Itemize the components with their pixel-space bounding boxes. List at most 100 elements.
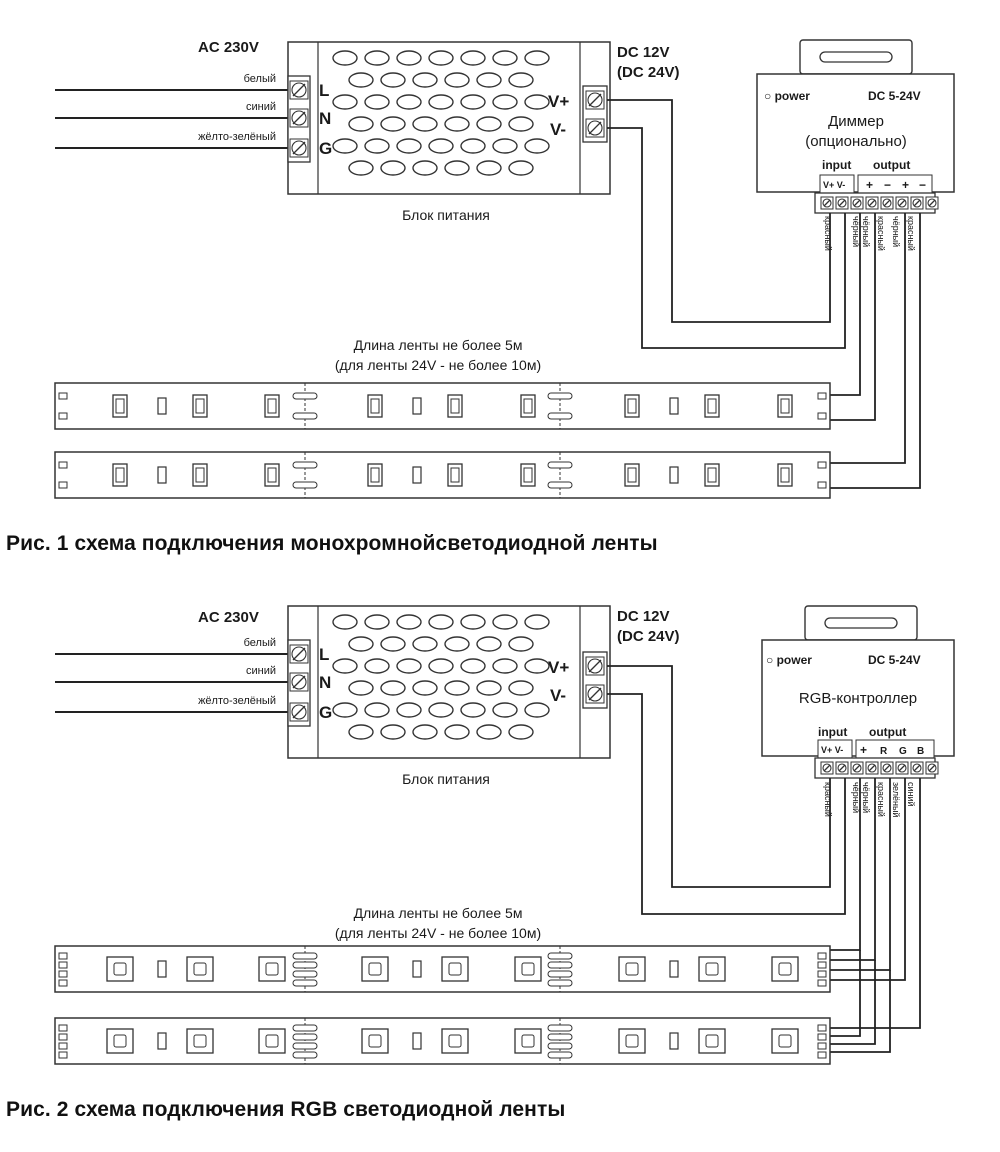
vent-hole: [508, 680, 534, 696]
vent-holes: [332, 50, 550, 176]
led-lens: [368, 1034, 382, 1048]
vent-hole: [428, 614, 454, 630]
screw-slot: [292, 141, 306, 155]
vent-hole: [412, 160, 438, 176]
led-lens: [448, 1034, 462, 1048]
resistor: [669, 960, 679, 978]
led-lens: [113, 962, 127, 976]
led-lens: [627, 467, 637, 483]
vent-hole: [524, 614, 550, 630]
vent-hole: [476, 72, 502, 88]
figure-1-mono-strip: AC 230V белый синий жёлто-зелёный L N G: [54, 39, 955, 499]
screw-slot: [883, 764, 891, 772]
screw-slot: [913, 199, 921, 207]
led-lens: [368, 962, 382, 976]
output-pin-1: +: [866, 178, 873, 192]
device-name: RGB-контроллер: [799, 690, 917, 707]
output-terminal-block: [582, 85, 608, 143]
screw-slot: [868, 764, 876, 772]
dc-voltage-label: DC 12V: [617, 608, 670, 625]
vent-hole: [364, 138, 390, 154]
terminal-letter-g: G: [319, 703, 332, 722]
solder-pad: [547, 961, 573, 969]
end-pad: [817, 392, 827, 400]
vent-hole: [444, 116, 470, 132]
vent-hole: [476, 160, 502, 176]
vent-hole: [412, 636, 438, 652]
solder-pad: [547, 1042, 573, 1050]
led-lens: [707, 398, 717, 414]
vent-hole: [508, 724, 534, 740]
end-pad: [58, 461, 68, 469]
solder-pad: [292, 1024, 318, 1032]
vent-hole: [476, 116, 502, 132]
figure-1-caption: Рис. 1 схема подключения монохромнойсвет…: [6, 532, 658, 555]
pin-wire-label: красный: [823, 782, 833, 817]
screw-slot: [868, 199, 876, 207]
end-pad: [817, 970, 827, 978]
led-lens: [778, 1034, 792, 1048]
vent-hole: [460, 614, 486, 630]
vent-hole: [380, 72, 406, 88]
output-pin-4: B: [917, 746, 924, 757]
led-lens: [193, 962, 207, 976]
led-lens: [707, 467, 717, 483]
screw-slot: [292, 111, 306, 125]
led-strip-1: [54, 382, 831, 430]
led-lens: [115, 398, 125, 414]
resistor: [157, 960, 167, 978]
pin-wire-label: красный: [906, 216, 916, 251]
pin-wire-label: чёрный: [891, 216, 901, 247]
screw-slot: [292, 675, 306, 689]
vent-hole: [412, 72, 438, 88]
screw-slot: [292, 83, 306, 97]
screw-slot: [883, 199, 891, 207]
device-name-note: (опционально): [805, 133, 907, 150]
terminal-letter-l: L: [319, 645, 329, 664]
vent-hole: [492, 658, 518, 674]
pin-wire-label: синий: [906, 782, 916, 807]
vent-hole: [332, 658, 358, 674]
rgb-led-strip-1: [54, 945, 831, 993]
vent-hole: [348, 724, 374, 740]
solder-pad: [547, 1051, 573, 1059]
device-spec-label: DC 5-24V: [868, 653, 921, 667]
led-lens: [115, 467, 125, 483]
screw-slot: [823, 199, 831, 207]
end-pad: [817, 979, 827, 987]
solder-pad: [292, 1033, 318, 1041]
vent-hole: [348, 72, 374, 88]
wire-label-white: белый: [244, 637, 276, 649]
output-minus-label: V-: [550, 686, 566, 705]
output-pin-4: −: [919, 178, 926, 192]
figure-2-rgb-strip: AC 230V белый синий жёлто-зелёный L N G …: [54, 605, 955, 1065]
dc-voltage-alt-label: (DC 24V): [617, 628, 680, 645]
vent-hole: [492, 702, 518, 718]
vent-hole: [396, 138, 422, 154]
output-label: output: [869, 725, 906, 739]
vent-hole: [444, 160, 470, 176]
led-chip: [258, 1028, 286, 1054]
vent-hole: [508, 636, 534, 652]
strip-length-note-24v: (для ленты 24V - не более 10м): [335, 357, 541, 373]
strip-length-note: Длина ленты не более 5м: [354, 905, 523, 921]
vent-hole: [428, 138, 454, 154]
resistor: [412, 960, 422, 978]
dc-wiring: [607, 99, 921, 489]
strip-body: [54, 451, 831, 499]
vent-hole: [396, 702, 422, 718]
vent-hole: [348, 116, 374, 132]
led-lens: [193, 1034, 207, 1048]
vent-hole: [412, 680, 438, 696]
vent-hole: [476, 680, 502, 696]
solder-pad: [547, 952, 573, 960]
vent-hole: [444, 724, 470, 740]
end-pad: [817, 1051, 827, 1059]
screw-slot: [838, 764, 846, 772]
vent-hole: [428, 658, 454, 674]
solder-pad: [292, 970, 318, 978]
led-lens: [370, 398, 380, 414]
pin-wire-label: зелёный: [891, 782, 901, 817]
output-plus-label: V+: [548, 658, 569, 677]
output-label: output: [873, 158, 910, 172]
